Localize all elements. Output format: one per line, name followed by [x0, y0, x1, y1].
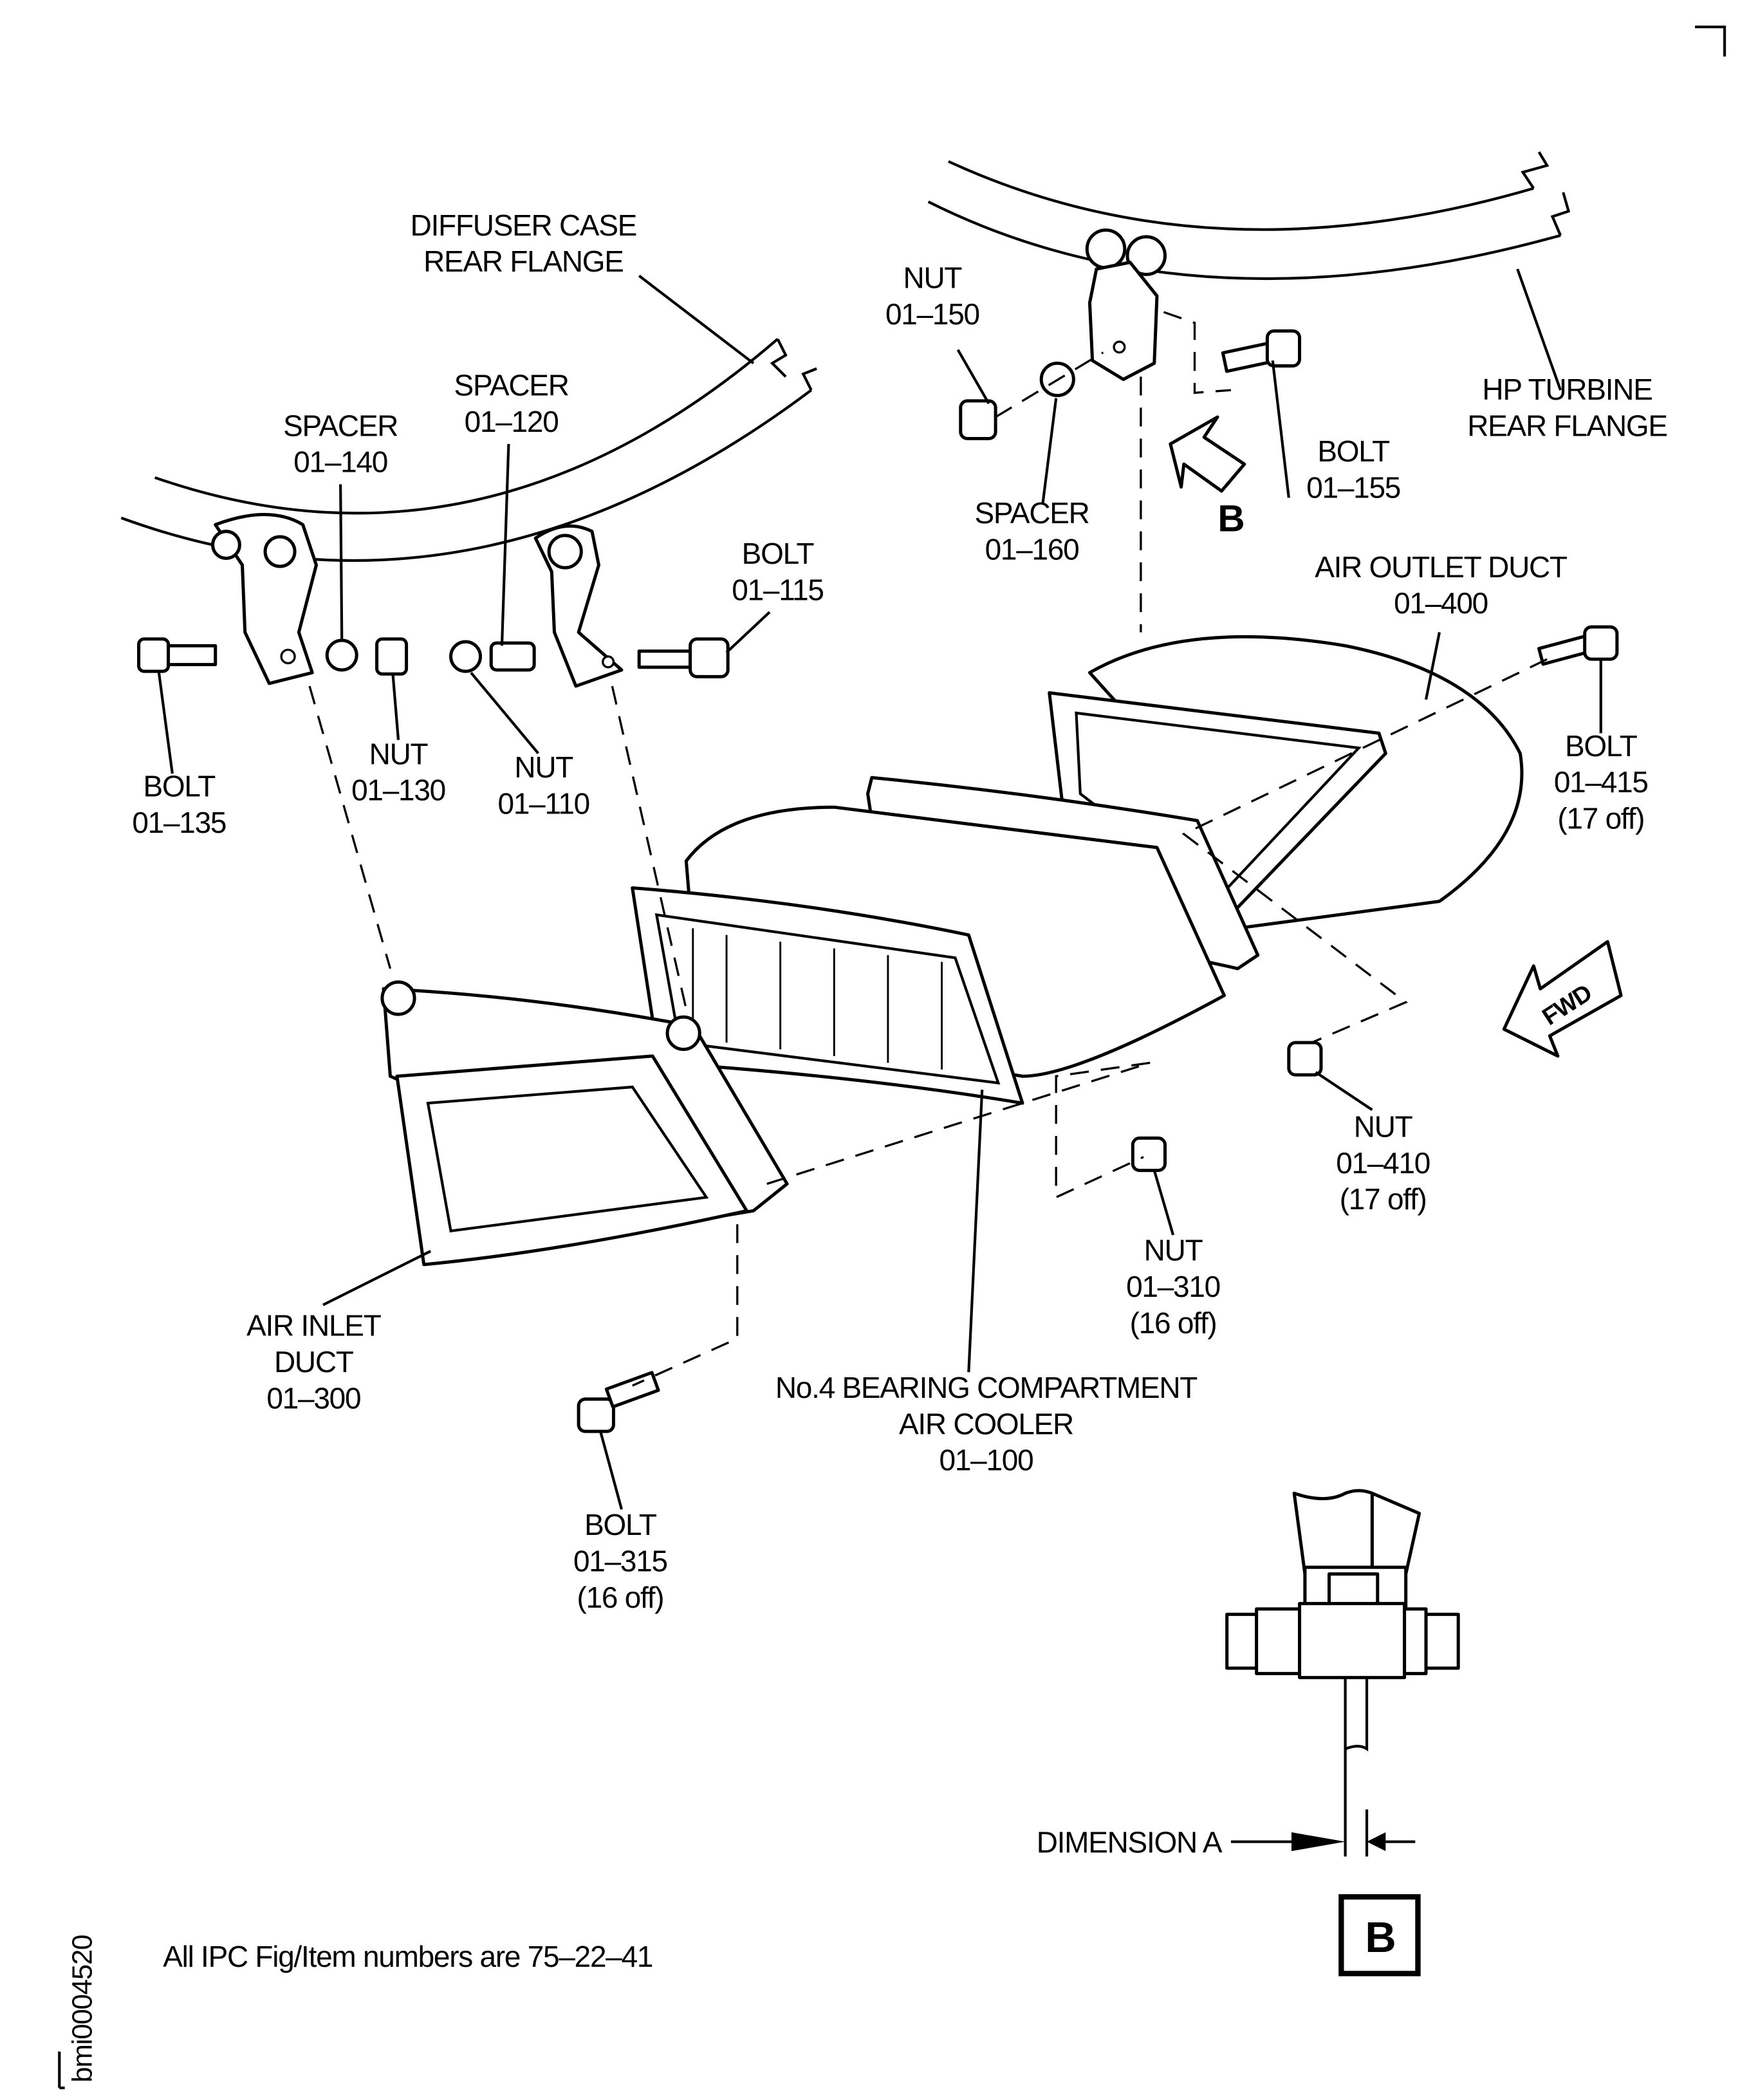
detail-view-b	[1225, 1489, 1460, 1857]
air-outlet-duct	[1048, 635, 1524, 930]
alignment-lines	[308, 311, 1548, 1387]
view-b-box-label: B	[1365, 1913, 1395, 1962]
forward-direction-arrow-icon: FWD	[1502, 940, 1623, 1058]
drawing-id: bmi0004520	[66, 1935, 98, 2083]
bracket-right	[533, 524, 624, 688]
leader-lines	[157, 268, 1602, 1510]
hp-turbine-rear-flange	[927, 151, 1571, 381]
fasteners	[137, 329, 1619, 1433]
air-cooler	[631, 805, 1226, 1105]
label-dimension-a: DIMENSION A	[1037, 1825, 1223, 1859]
air-inlet-duct	[380, 980, 789, 1267]
crop-mark	[1695, 25, 1726, 57]
view-direction-arrow-icon	[1169, 415, 1246, 493]
label-view-b: B	[1217, 498, 1244, 540]
view-b-box: B	[1338, 1894, 1421, 1976]
footer-note: All IPC Fig/Item numbers are 75–22–41	[163, 1940, 652, 1973]
drawing-id-mark	[58, 2051, 65, 2090]
bracket-left	[211, 513, 319, 685]
